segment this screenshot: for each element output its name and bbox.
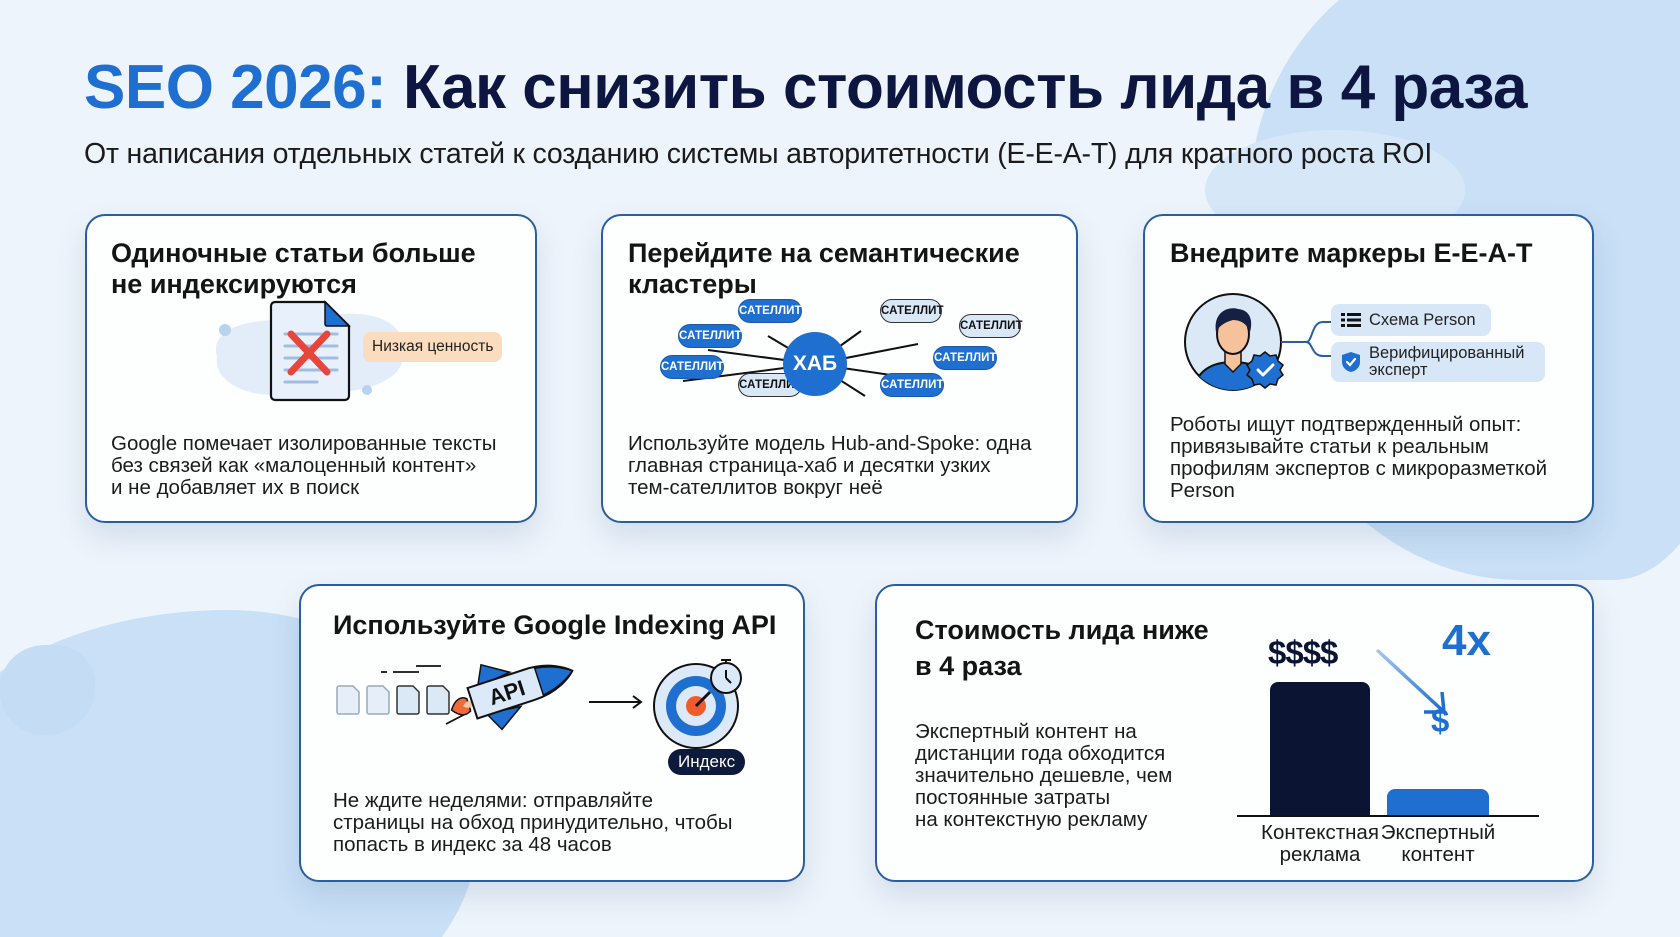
verified-label: Верифицированный эксперт	[1369, 345, 1524, 379]
card-semantic-clusters: Перейдите на семантические кластеры САТЕ…	[601, 214, 1078, 523]
card-title-line: в 4 раза	[915, 651, 1022, 681]
text-line: Роботы ищут подтвержденный опыт:	[1170, 413, 1522, 436]
bar-expert-content	[1387, 789, 1489, 815]
bar-value-label: $	[1431, 702, 1450, 739]
card-title: Внедрите маркеры E-E-A-T	[1170, 238, 1533, 268]
list-icon	[1341, 313, 1361, 327]
expert-avatar-icon	[1184, 293, 1331, 391]
text-line: эксперт	[1369, 361, 1428, 379]
card-description: Не ждите неделями: отправляйте страницы …	[333, 790, 733, 856]
bar-category-label: Контекстная реклама	[1247, 822, 1393, 866]
card-title: Одиночные статьи больше не индексируются	[111, 238, 476, 300]
text-line: без связей как «малоценный контент»	[111, 454, 477, 477]
satellite-node: САТЕЛЛИТ	[738, 299, 802, 323]
verified-expert-tag: Верифицированный эксперт	[1331, 342, 1545, 382]
card-title-line: Стоимость лида ниже	[915, 615, 1209, 645]
index-badge: Индекс	[668, 749, 746, 775]
text-line: постоянные затраты	[915, 786, 1111, 809]
title-accent: SEO 2026:	[84, 53, 387, 122]
satellite-node: САТЕЛЛИТ	[880, 299, 944, 323]
text-line: Экспертный	[1380, 821, 1496, 844]
card-description: Используйте модель Hub-and-Spoke: одна г…	[628, 433, 1031, 499]
text-line: Контекстная	[1261, 821, 1379, 844]
chart-baseline	[1237, 815, 1539, 817]
bar-category-label: Экспертный контент	[1365, 822, 1511, 866]
text-line: привязывайте статьи к реальным	[1170, 435, 1489, 458]
title-main: Как снизить стоимость лида в 4 раза	[402, 53, 1528, 122]
card-title: Стоимость лида ниже в 4 раза	[915, 612, 1209, 684]
text-line: на контекстную рекламу	[915, 808, 1148, 831]
satellite-node: САТЕЛЛИТ	[678, 324, 742, 348]
hub-node: ХАБ	[783, 332, 847, 396]
page-title: SEO 2026: Как снизить стоимость лида в 4…	[84, 52, 1528, 123]
bar-value-label: $$$$	[1268, 634, 1338, 671]
text-line: попасть в индекс за 48 часов	[333, 833, 612, 856]
card-description: Экспертный контент на дистанции года обх…	[915, 721, 1172, 831]
ratio-label: 4x	[1442, 616, 1491, 665]
background-blob	[0, 645, 95, 735]
text-line: контент	[1401, 843, 1475, 866]
text-line: Не ждите неделями: отправляйте	[333, 789, 653, 812]
shield-check-icon	[1342, 352, 1360, 372]
decrease-arrow-icon	[1375, 648, 1446, 714]
text-line: и не добавляет их в поиск	[111, 476, 360, 499]
satellite-node: САТЕЛЛИТ	[933, 346, 997, 370]
schema-person-tag: Схема Person	[1331, 304, 1491, 336]
text-line: страницы на обход принудительно, чтобы	[333, 811, 733, 834]
schema-label: Схема Person	[1369, 310, 1476, 329]
rocket-pages-icon: API	[336, 659, 742, 749]
satellite-node: САТЕЛЛИТ	[660, 355, 724, 379]
text-line: главная страница-хаб и десятки узких	[628, 454, 991, 477]
text-line: Верифицированный	[1369, 344, 1525, 362]
text-line: дистанции года обходится	[915, 742, 1166, 765]
card-title-line: не индексируются	[111, 269, 357, 299]
bar-context-ads	[1270, 682, 1370, 815]
text-line: Экспертный контент на	[915, 720, 1137, 743]
card-description: Роботы ищут подтвержденный опыт: привязы…	[1170, 414, 1547, 502]
text-line: Используйте модель Hub-and-Spoke: одна	[628, 432, 1032, 455]
card-title-line: Одиночные статьи больше	[111, 238, 476, 268]
text-line: значительно дешевле, чем	[915, 764, 1173, 787]
card-title: Перейдите на семантические кластеры	[628, 238, 1020, 300]
satellite-node: САТЕЛЛИТ	[959, 314, 1023, 338]
text-line: тем-сателлитов вокруг неё	[628, 476, 883, 499]
card-lead-cost: Стоимость лида ниже в 4 раза Экспертный …	[875, 584, 1594, 882]
card-single-articles: Одиночные статьи больше не индексируются…	[85, 214, 537, 523]
page-subtitle: От написания отдельных статей к созданию…	[84, 138, 1433, 170]
card-indexing-api: Используйте Google Indexing API API	[299, 584, 805, 882]
card-title-line: Перейдите на семантические	[628, 238, 1020, 268]
low-value-badge: Низкая ценность	[363, 332, 503, 362]
text-line: профилям экспертов с микроразметкой	[1170, 457, 1548, 480]
satellite-node: САТЕЛЛИТ	[880, 373, 944, 397]
card-title-line: кластеры	[628, 269, 757, 299]
text-line: реклама	[1279, 843, 1361, 866]
card-title: Используйте Google Indexing API	[333, 610, 777, 640]
text-line: Person	[1170, 479, 1235, 502]
text-line: Google помечает изолированные тексты	[111, 432, 497, 455]
card-description: Google помечает изолированные тексты без…	[111, 433, 496, 499]
document-rejected-icon	[215, 300, 404, 402]
card-eeat-markers: Внедрите маркеры E-E-A-T Схема Person Ве…	[1143, 214, 1594, 523]
